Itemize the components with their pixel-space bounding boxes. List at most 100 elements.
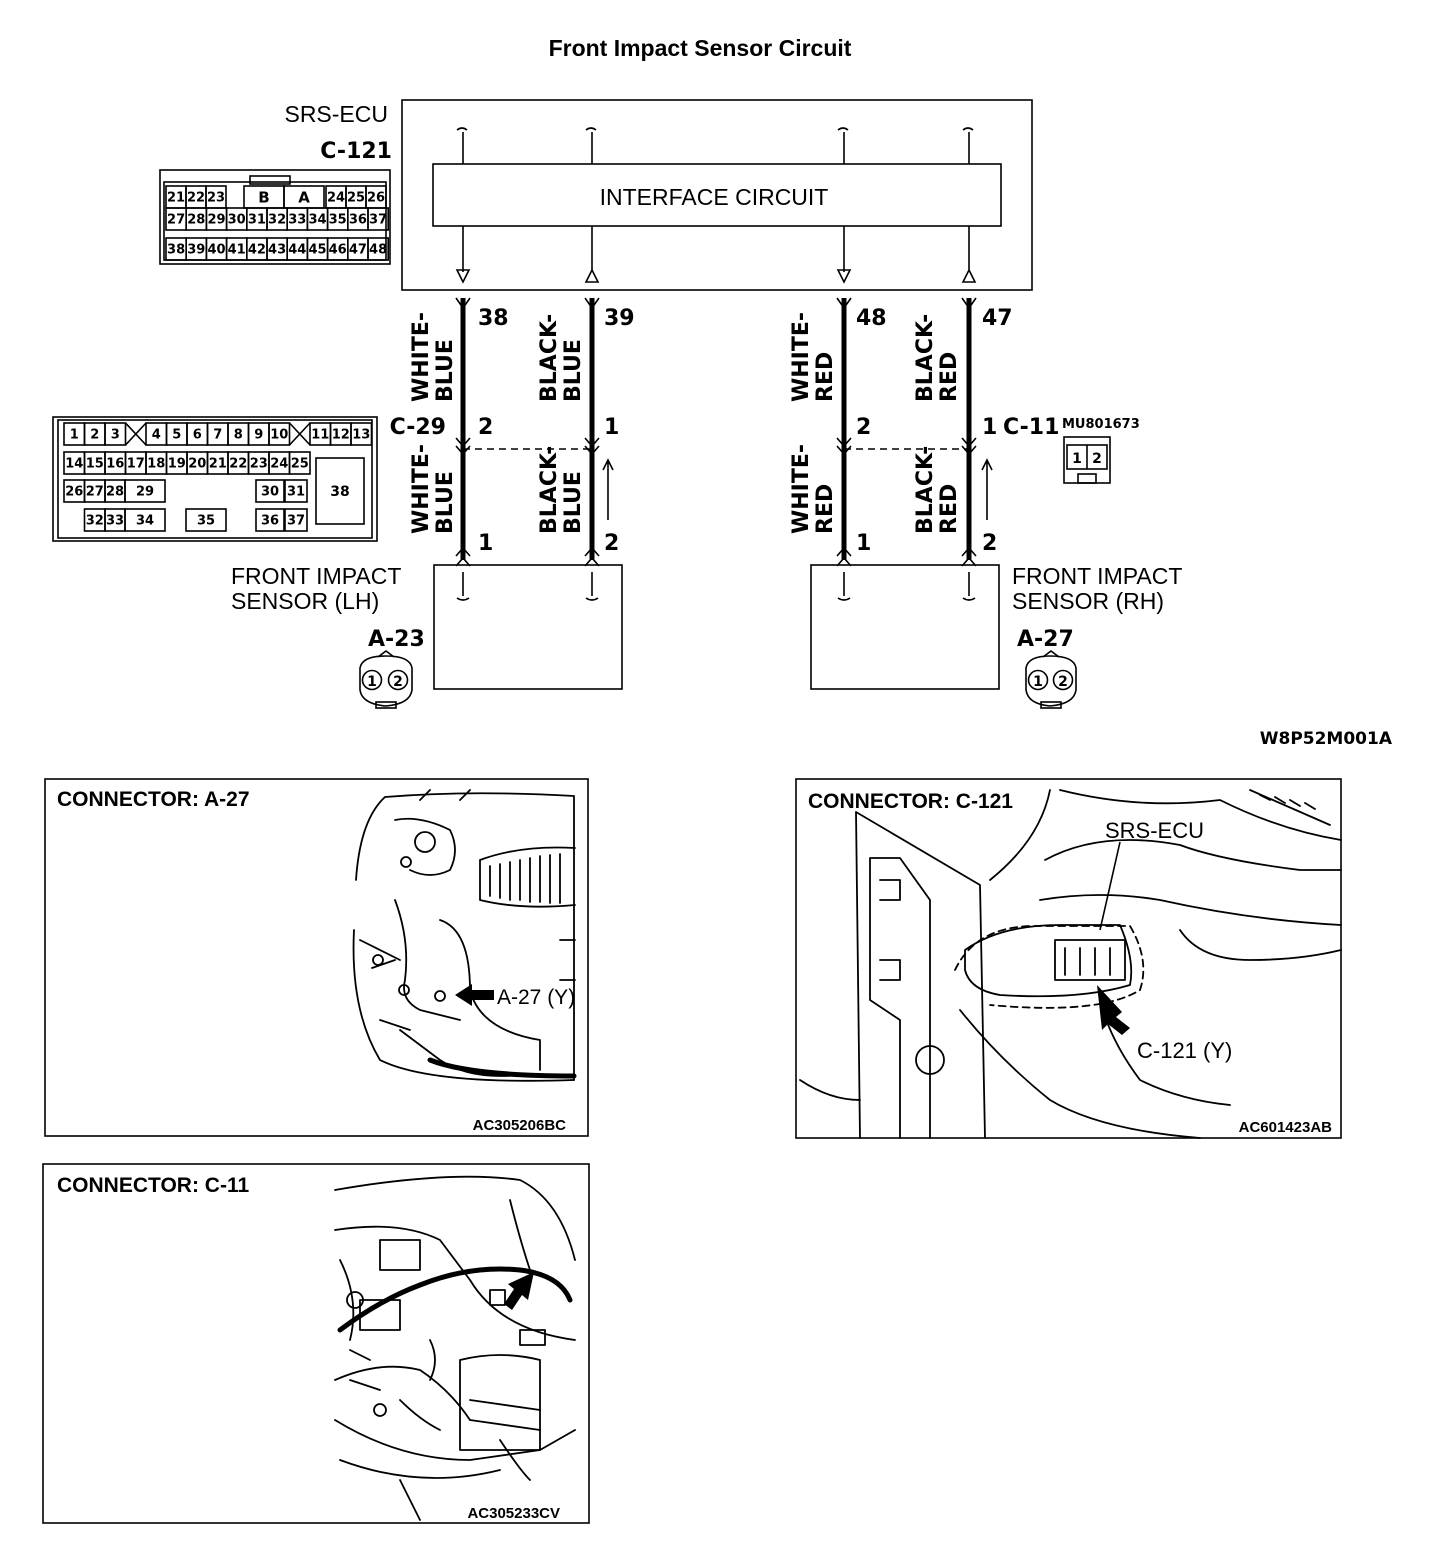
c121-pin-28: 28 (187, 213, 205, 228)
c29-pin-38: 38 (330, 484, 349, 500)
c121-pin-42: 42 (248, 243, 266, 258)
front-impact-sensor-rh: FRONT IMPACT SENSOR (RH) A-27 1 2 (810, 563, 1182, 709)
diagram-code: W8P52M001A (1260, 729, 1393, 749)
ecu-name: SRS-ECU (284, 101, 388, 127)
c29-pin-22: 22 (229, 457, 247, 472)
panel-c121-title: CONNECTOR: C-121 (808, 790, 1013, 813)
c121-pin-B: B (258, 188, 269, 206)
c29-pin-10-cell (268, 422, 291, 446)
c121-pin-41: 41 (228, 243, 246, 258)
c29-blank-cross (288, 422, 311, 446)
c29-pin-24: 24 (270, 457, 288, 472)
c121-pin-40: 40 (207, 243, 225, 258)
junction-pin-bottom-38: 1 (478, 531, 493, 556)
c29-pin-37: 37 (287, 514, 305, 529)
c29-pin-3: 3 (111, 428, 120, 443)
c29-pin-10: 10 (270, 428, 288, 443)
panel-c121-code: AC601423AB (1239, 1119, 1333, 1136)
c121-pin-27: 27 (167, 213, 185, 228)
c121-pin-44: 44 (288, 243, 306, 258)
c29-pin-19: 19 (168, 457, 186, 472)
c121-pin-22: 22 (187, 191, 205, 206)
sensor-lh-connector: A-23 (368, 627, 425, 652)
wire-color-blue: BLUE (433, 471, 458, 534)
part-number: MU801673 (1062, 417, 1140, 432)
c121-pin-34: 34 (308, 213, 326, 228)
c121-pin-47: 47 (349, 243, 367, 258)
c121-pin-29: 29 (207, 213, 225, 228)
c29-pin-38-cell (315, 457, 365, 525)
c29-pin-16: 16 (106, 457, 124, 472)
c121-pin-43: 43 (268, 243, 286, 258)
front-impact-sensor-lh: FRONT IMPACT SENSOR (LH) A-23 1 2 (231, 563, 623, 709)
c29-pin-12: 12 (332, 428, 350, 443)
c121-pin-46: 46 (329, 243, 347, 258)
c29-pin-34: 34 (136, 514, 154, 529)
junction-pin-bottom-39: 2 (604, 531, 619, 556)
c29-pin-36: 36 (261, 514, 279, 529)
c121-pin-48-cell (367, 237, 390, 261)
srs-ecu: SRS-ECU C-121 INTERFACE CIRCUIT (284, 99, 1033, 291)
wire-color-red: RED (937, 484, 962, 534)
wiring (455, 297, 993, 567)
c29-pin-6: 6 (193, 428, 202, 443)
c29-pin-33: 33 (106, 514, 124, 529)
c29-pin-30: 30 (261, 485, 279, 500)
c29-pin-32: 32 (86, 514, 104, 529)
c121-pin-48: 48 (369, 243, 387, 258)
c29-blank-cross (124, 422, 147, 446)
page-title: Front Impact Sensor Circuit (549, 35, 852, 61)
junction-pin-top-47: 1 (982, 415, 997, 440)
c29-pin-30-cell (255, 479, 285, 503)
panel-c121-callout: C-121 (Y) (1137, 1038, 1232, 1063)
c121-pin-37-cell (367, 207, 390, 231)
junction-pin-top-48: 2 (856, 415, 871, 440)
junction-c29-label: C-29 (390, 415, 446, 440)
c29-pin-27: 27 (86, 485, 104, 500)
c29-pin-29-cell (124, 479, 166, 503)
sensor-rh-connector: A-27 (1017, 627, 1074, 652)
c121-pin-32: 32 (268, 213, 286, 228)
c29-pin-23: 23 (250, 457, 268, 472)
c121-callout-arrow (1097, 985, 1130, 1035)
wire-color-black: BLACK- (537, 314, 562, 402)
c29-pin-35-cell (185, 508, 227, 532)
c121-pin-31: 31 (248, 213, 266, 228)
c121-pin-33: 33 (288, 213, 306, 228)
c29-pin-37-cell (284, 508, 308, 532)
wire-color-white: WHITE- (789, 312, 814, 402)
wire-labels-lower: WHITE- BLUE BLACK- BLUE WHITE- RED BLACK… (409, 444, 962, 534)
sensor-lh-line1: FRONT IMPACT (231, 563, 401, 589)
interface-circuit-label: INTERFACE CIRCUIT (600, 184, 829, 210)
c121-pin-45: 45 (308, 243, 326, 258)
wire-color-red: RED (813, 484, 838, 534)
c121-pin-38: 38 (167, 243, 185, 258)
panel-c11-code: AC305233CV (467, 1505, 560, 1522)
panel-a27-code: AC305206BC (473, 1117, 567, 1134)
c29-pin-21: 21 (209, 457, 227, 472)
junction-c11-label: C-11 (1003, 415, 1059, 440)
junction-pin-top-38: 2 (478, 415, 493, 440)
sensor-lh-line2: SENSOR (LH) (231, 588, 379, 614)
c11-location-illustration (334, 1175, 576, 1521)
c29-pin-5: 5 (172, 428, 181, 443)
c29-pin-31: 31 (287, 485, 305, 500)
sensor-rh-line2: SENSOR (RH) (1012, 588, 1164, 614)
c29-pin-4: 4 (152, 428, 161, 443)
connector-c121-panel: CONNECTOR: C-121 SRS-ECU C-121 (Y) AC601… (795, 778, 1342, 1139)
c121-pin-39: 39 (187, 243, 205, 258)
c11-pin-1: 1 (1072, 451, 1082, 467)
c121-pin-25: 25 (347, 191, 365, 206)
c29-pin-17: 17 (127, 457, 145, 472)
ecu-connector-id: C-121 (320, 139, 392, 164)
c121-pin-A: A (298, 188, 310, 206)
c29-pin-7: 7 (213, 428, 222, 443)
junction-pin-bottom-47: 2 (982, 531, 997, 556)
wire-color-white: WHITE- (789, 444, 814, 534)
c29-pin-26: 26 (65, 485, 83, 500)
ecu-pin-47: 47 (982, 306, 1013, 331)
wire-color-black: BLACK- (537, 446, 562, 534)
